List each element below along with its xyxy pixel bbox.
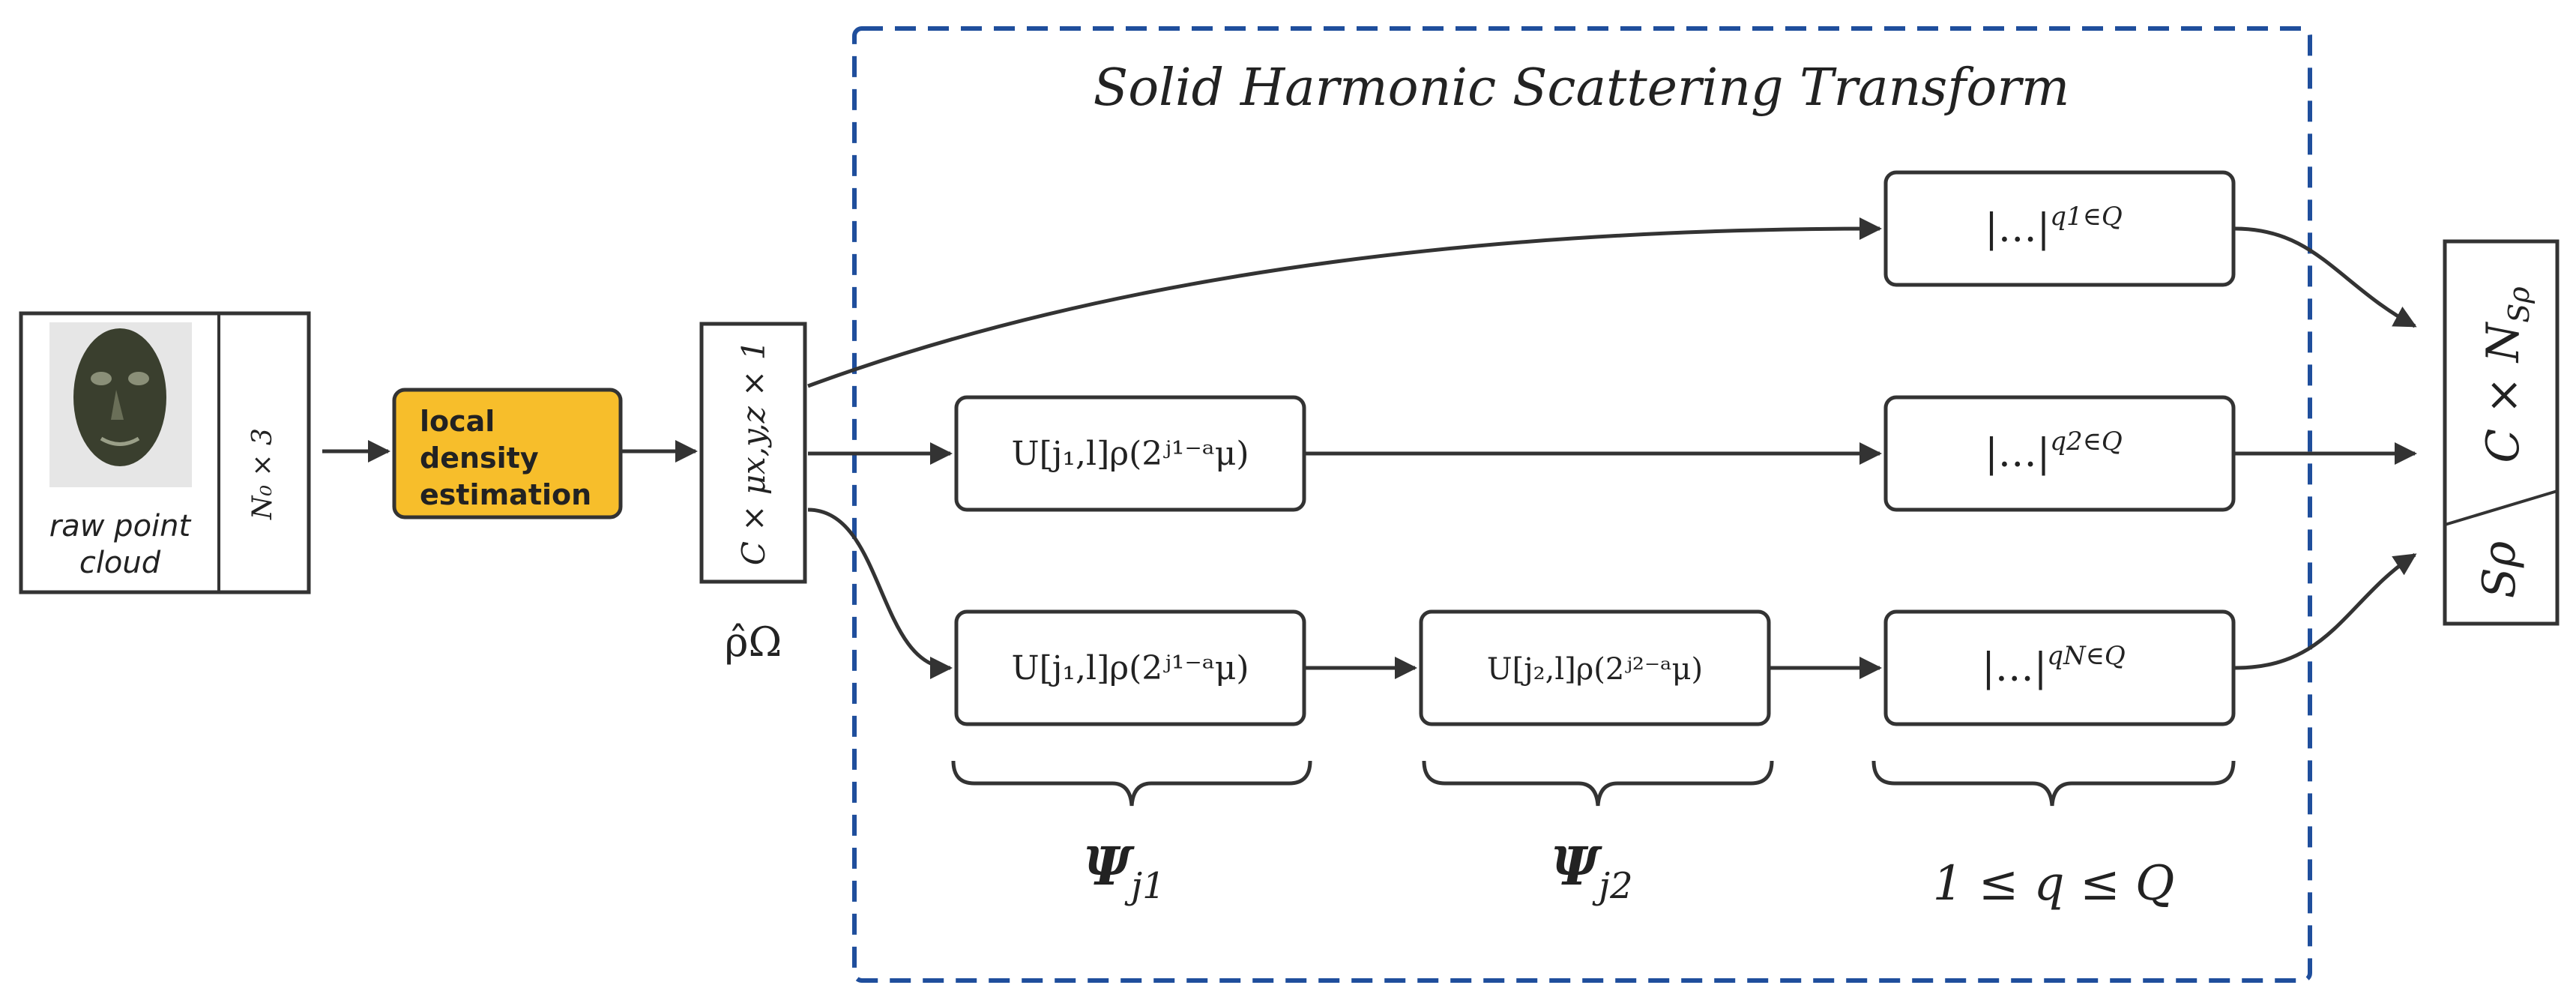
psi-j1-sub: j1 xyxy=(1124,865,1165,907)
brace-psi-j2 xyxy=(1422,760,1774,807)
density-label-line2: density xyxy=(420,442,539,475)
power-qN-bars: |…| xyxy=(1982,645,2047,690)
brace-q-range xyxy=(1871,760,2236,807)
wavelet-j2-label: U[j₂,l]ρ(2ʲ²⁻ᵃμ) xyxy=(1487,652,1703,687)
wavelet-j1-bottom-label: U[j₁,l]ρ(2ʲ¹⁻ᵃμ) xyxy=(1011,649,1249,687)
psi-j2-sub: j2 xyxy=(1592,865,1632,907)
output-symbol: Sρ xyxy=(2473,541,2526,598)
output-dim-sub: Sρ xyxy=(2503,286,2536,323)
power-qN-sup: qN∈Q xyxy=(2047,641,2126,671)
psi-j1-label: Ψj1 xyxy=(1083,835,1165,907)
point-cloud-face-icon xyxy=(49,322,192,487)
input-caption-line2: cloud xyxy=(79,546,161,580)
power-q2-bars: |…| xyxy=(1985,431,2050,476)
density-label-line1: local xyxy=(420,405,495,438)
wavelet-j1-top-box xyxy=(954,395,1306,512)
density-tensor-box xyxy=(699,322,807,584)
density-estimation-box xyxy=(392,388,623,519)
power-q2-box xyxy=(1883,395,2236,512)
brace-psi-j1 xyxy=(951,760,1312,807)
power-q1-sup: q1∈Q xyxy=(2050,202,2122,232)
power-qN-label: |…|qN∈Q xyxy=(1982,641,2126,690)
output-dim-main: C × N xyxy=(2477,321,2530,463)
psi-j2-label: Ψj2 xyxy=(1551,835,1632,907)
scattering-frame xyxy=(852,26,2312,983)
psi-j1-symbol: Ψ xyxy=(1083,835,1135,897)
input-caption-line1: raw point xyxy=(49,509,192,543)
power-q1-box xyxy=(1883,170,2236,287)
tensor-dim-label: C × μx,y,z × 1 xyxy=(735,340,772,566)
density-label-line3: estimation xyxy=(420,478,591,511)
power-q2-label: |…|q2∈Q xyxy=(1985,427,2123,476)
wavelet-j1-top-label: U[j₁,l]ρ(2ʲ¹⁻ᵃμ) xyxy=(1011,435,1249,473)
arrow-tensor-to-q1 xyxy=(807,217,1882,388)
power-q2-sup: q2∈Q xyxy=(2050,427,2122,457)
q-range-label: 1 ≤ q ≤ Q xyxy=(1933,856,2175,912)
wavelet-j2-box xyxy=(1419,609,1771,726)
output-box xyxy=(2443,239,2560,626)
arrow-tensor-to-j1-bottom xyxy=(807,507,953,679)
arrow-qN-to-output xyxy=(2234,552,2417,670)
input-box xyxy=(19,311,311,594)
input-dim-label: N₀ × 3 xyxy=(247,428,278,520)
arrow-q1-to-output xyxy=(2234,226,2417,328)
power-qN-box xyxy=(1883,609,2236,726)
output-dim-label: C × NSρ xyxy=(2477,286,2536,463)
wavelet-j1-bottom-box xyxy=(954,609,1306,726)
power-q1-bars: |…| xyxy=(1985,206,2050,251)
power-q1-label: |…|q1∈Q xyxy=(1985,202,2123,251)
tensor-symbol: ρ̂Ω xyxy=(725,618,782,666)
psi-j2-symbol: Ψ xyxy=(1551,835,1602,897)
diagram-title: Solid Harmonic Scattering Transform xyxy=(1094,58,2070,118)
